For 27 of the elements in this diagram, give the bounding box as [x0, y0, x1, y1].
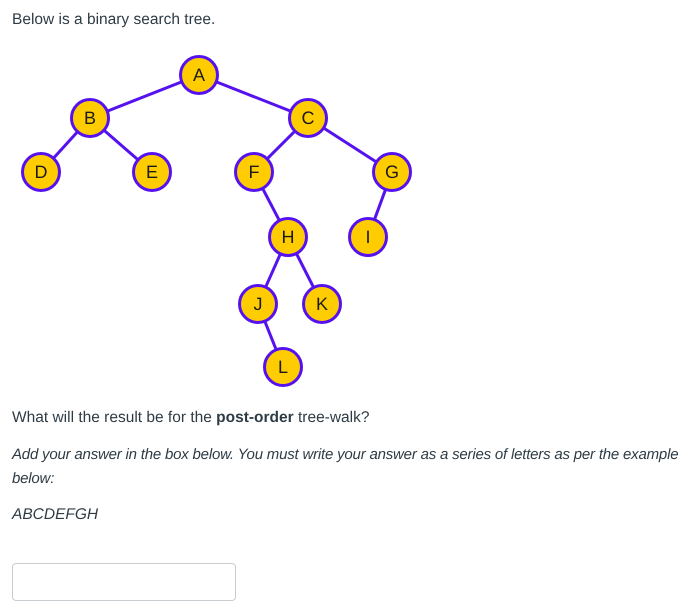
tree-edge: [264, 321, 278, 350]
tree-node-circle: E: [132, 152, 172, 192]
tree-edge: [52, 131, 78, 159]
tree-edge: [261, 188, 281, 221]
intro-text: Below is a binary search tree.: [12, 10, 216, 30]
tree-edge: [216, 80, 291, 112]
tree-node-circle: A: [179, 55, 219, 95]
tree-edge: [264, 254, 282, 288]
tree-node-circle: K: [302, 284, 342, 324]
example-answer-text: ABCDEFGH: [12, 505, 100, 525]
tree-edge: [295, 253, 315, 288]
tree-node-circle: C: [288, 98, 328, 138]
tree-node-circle: B: [70, 98, 110, 138]
tree-node-circle: D: [21, 152, 61, 192]
tree-node-circle: F: [234, 152, 274, 192]
tree-node-circle: L: [263, 347, 303, 387]
instruction-text: Add your answer in the box below. You must write your answer as a series of letters as per the example below:: [12, 445, 680, 489]
tree-node-circle: J: [238, 284, 278, 324]
tree-edge: [107, 80, 182, 112]
tree-edge: [103, 129, 139, 161]
tree-edge: [266, 130, 296, 160]
tree-edge: [373, 189, 387, 220]
tree-edge: [323, 127, 377, 163]
question-text: What will the result be for the post-order tree-walk?: [12, 408, 370, 428]
tree-node-circle: H: [268, 217, 308, 257]
tree-node-circle: G: [372, 152, 412, 192]
tree-node-circle: I: [348, 217, 388, 257]
